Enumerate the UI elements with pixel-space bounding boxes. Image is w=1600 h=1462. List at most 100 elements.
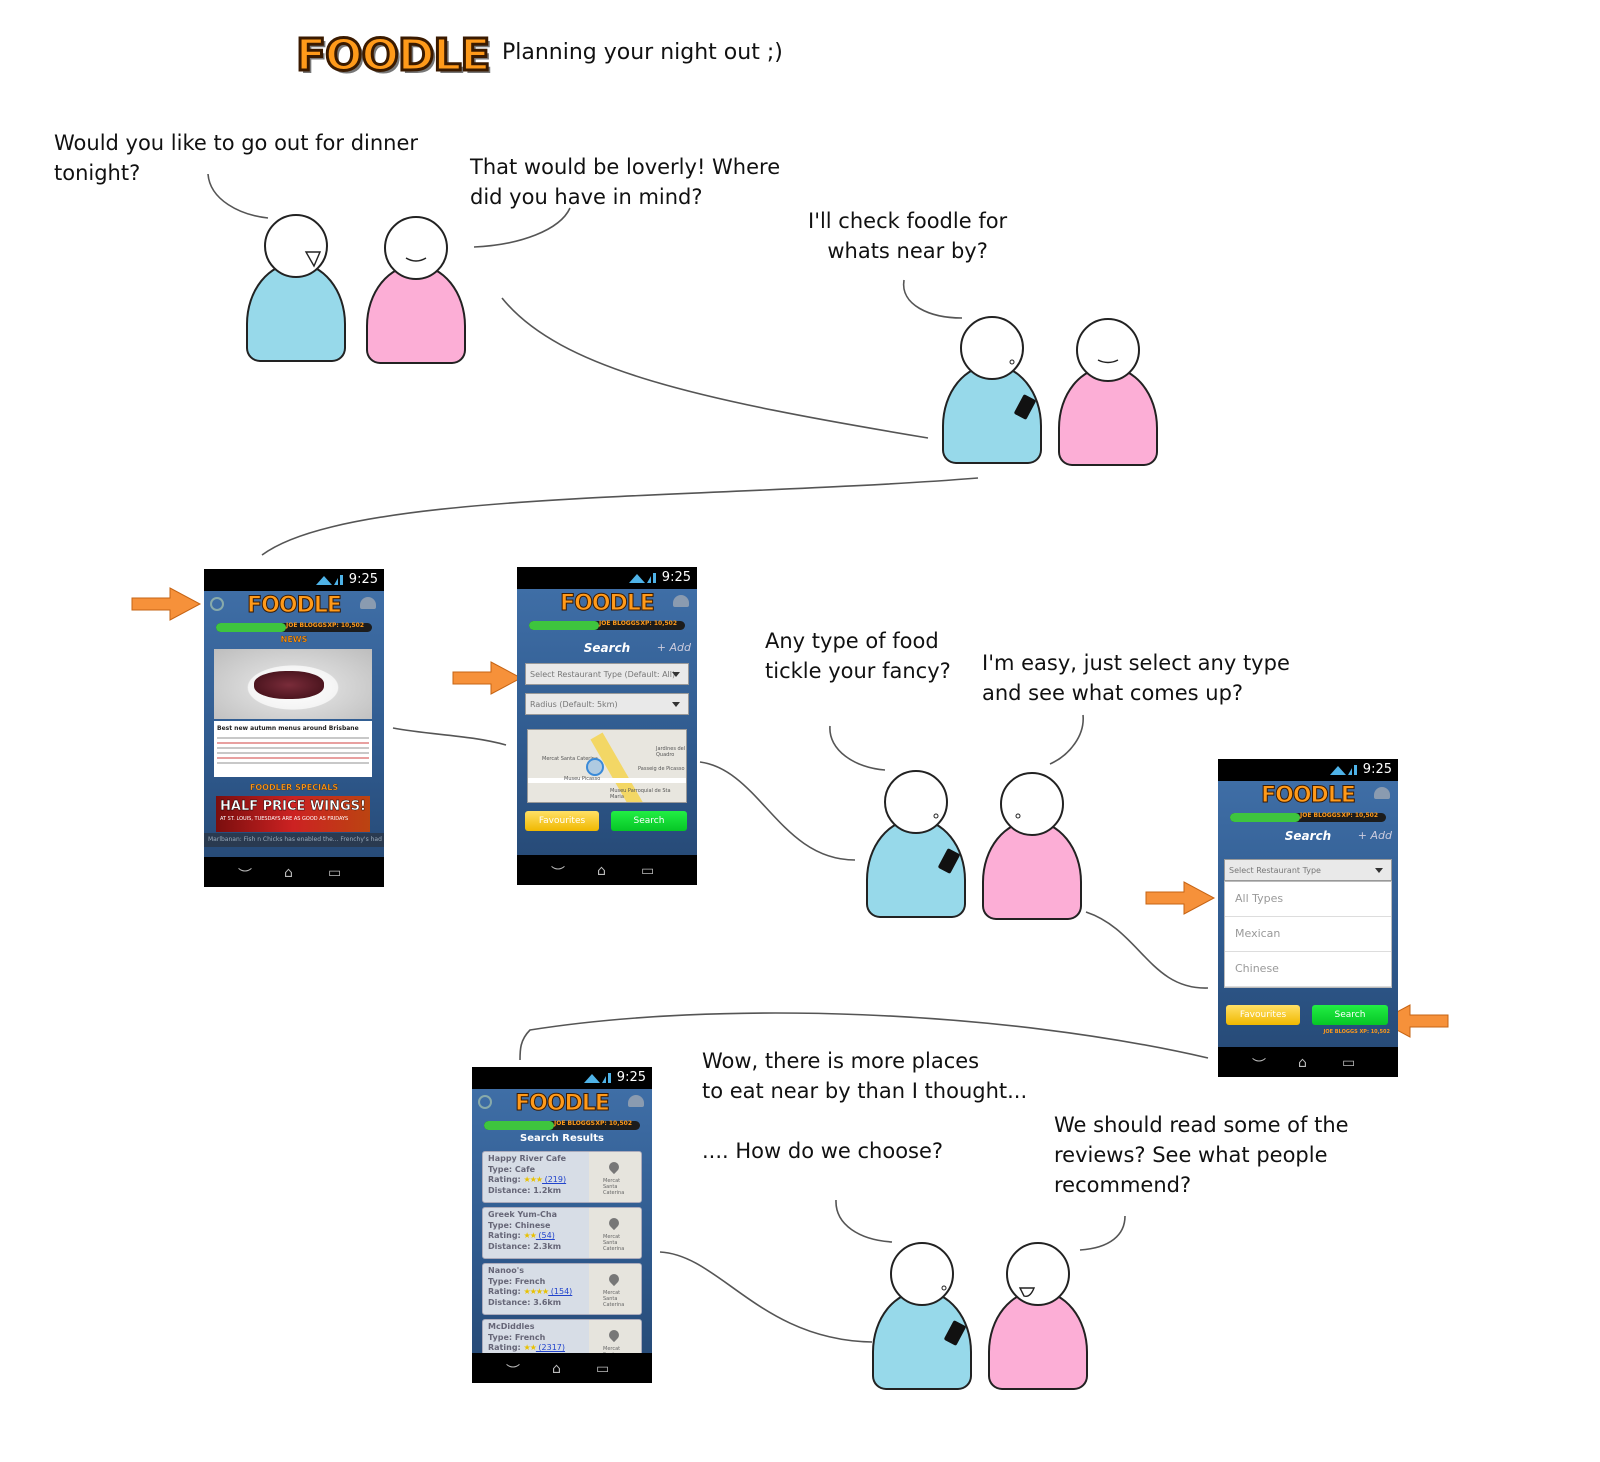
signal-icon <box>584 1073 611 1083</box>
review-count-link[interactable]: (154) <box>548 1287 573 1296</box>
recent-apps-icon[interactable]: ▭ <box>328 865 342 881</box>
xp-progress-bar: JOE BLOGGS XP: 10,502 <box>484 1120 640 1130</box>
tail-2 <box>473 207 571 248</box>
radius-select[interactable]: Radius (Default: 5km) <box>525 693 689 715</box>
recent-apps-icon[interactable]: ▭ <box>641 863 655 879</box>
body <box>246 262 346 362</box>
user-name: JOE BLOGGS <box>599 620 640 627</box>
map-label: Mercat Santa Caterina <box>603 1234 625 1252</box>
map-pin-icon <box>606 1215 622 1231</box>
screen: FOODLE JOE BLOGGS XP: 10,502 NEWS Best n… <box>204 591 384 857</box>
person-pink-3 <box>982 772 1086 924</box>
map-label: Mercat Santa Caterina <box>603 1178 625 1196</box>
friends-icon[interactable] <box>673 595 689 607</box>
favourites-button[interactable]: Favourites <box>1226 1005 1300 1025</box>
result-mini-map[interactable]: Mercat Santa Caterina <box>589 1264 641 1314</box>
person-pink-1 <box>366 216 470 368</box>
home-icon[interactable]: ⌂ <box>597 863 606 879</box>
head <box>264 214 328 278</box>
phone-news-screen: 9:25 FOODLE JOE BLOGGS XP: 10,502 NEWS B… <box>204 569 384 887</box>
person-pink-2 <box>1058 318 1162 470</box>
special-subtitle: AT ST. LOUIS, TUESDAYS ARE AS GOOD AS FR… <box>220 816 349 822</box>
android-nav-bar: ︶ ⌂ ▭ <box>517 855 697 885</box>
result-mini-map[interactable]: Mercat Santa Caterina <box>589 1208 641 1258</box>
review-count-link[interactable]: (54) <box>535 1231 555 1240</box>
back-icon[interactable]: ︶ <box>506 1364 520 1380</box>
map-label: Mercat Santa Caterina <box>542 756 598 762</box>
option-mexican[interactable]: Mexican <box>1225 917 1391 952</box>
user-name: JOE BLOGGS <box>286 622 327 629</box>
friends-icon[interactable] <box>360 597 376 609</box>
restaurant-name: McDiddles <box>488 1322 535 1331</box>
connector-6 <box>519 1012 1209 1061</box>
restaurant-type-select[interactable]: Select Restaurant Type <box>1224 859 1392 881</box>
review-count-link[interactable]: (2317) <box>535 1343 566 1352</box>
status-bar: 9:25 <box>204 569 384 591</box>
back-icon[interactable]: ︶ <box>238 868 252 884</box>
add-button[interactable]: + Add <box>1357 829 1392 842</box>
back-icon[interactable]: ︶ <box>1252 1058 1266 1074</box>
connector-4 <box>699 761 856 861</box>
signal-icon <box>629 573 656 583</box>
recent-apps-icon[interactable]: ▭ <box>596 1361 610 1377</box>
review-count-link[interactable]: (219) <box>542 1175 567 1184</box>
status-bar: 9:25 <box>472 1067 652 1089</box>
home-icon[interactable]: ⌂ <box>284 865 293 881</box>
connector-1 <box>501 297 929 439</box>
rating-label: Rating: <box>488 1231 524 1240</box>
user-name: JOE BLOGGS <box>554 1120 595 1127</box>
option-chinese[interactable]: Chinese <box>1225 952 1391 987</box>
news-image[interactable] <box>214 649 372 719</box>
app-logo: FOODLE <box>515 1091 611 1117</box>
friends-icon[interactable] <box>628 1095 644 1107</box>
head <box>1000 772 1064 836</box>
status-bar: 9:25 <box>517 567 697 589</box>
special-banner[interactable]: HALF PRICE WINGS! AT ST. LOUIS, TUESDAYS… <box>216 796 370 832</box>
xp-progress-bar: JOE BLOGGS XP: 10,502 <box>1230 812 1386 822</box>
rating-label: Rating: <box>488 1287 524 1296</box>
search-icon[interactable] <box>478 1095 492 1109</box>
xp-progress-fill <box>484 1121 555 1130</box>
search-button[interactable]: Search <box>611 811 687 831</box>
chevron-down-icon <box>1375 868 1383 873</box>
specials-heading: FOODLER SPECIALS <box>249 783 339 792</box>
add-button[interactable]: + Add <box>656 641 691 654</box>
article-headline: Best new autumn menus around Brisbane <box>217 725 359 732</box>
tail-1 <box>207 173 269 219</box>
xp-progress-bar: JOE BLOGGS XP: 10,502 <box>529 620 685 630</box>
search-icon[interactable] <box>210 597 224 611</box>
tail-3 <box>902 279 963 319</box>
phone-search-screen: 9:25 FOODLE JOE BLOGGS XP: 10,502 Search… <box>517 567 697 885</box>
search-title: Search <box>1284 829 1332 843</box>
recent-apps-icon[interactable]: ▭ <box>1342 1055 1356 1071</box>
friends-icon[interactable] <box>1374 787 1390 799</box>
map-pin-icon <box>606 1271 622 1287</box>
person-blue-1 <box>246 214 350 366</box>
activity-ticker: Marlbanan: Fish n Chicks has enabled the… <box>204 833 384 847</box>
news-article[interactable]: Best new autumn menus around Brisbane <box>214 721 372 777</box>
map-label: Passeig de Picasso <box>638 766 685 772</box>
restaurant-type: Type: French <box>488 1332 546 1342</box>
restaurant-type-select[interactable]: Select Restaurant Type (Default: All) <box>525 663 689 685</box>
restaurant-type: Type: Chinese <box>488 1220 551 1230</box>
result-mini-map[interactable]: Mercat Santa Caterina <box>589 1152 641 1202</box>
head <box>884 770 948 834</box>
result-mini-map[interactable]: Mercat Santa Caterina <box>589 1320 641 1353</box>
xp-progress-fill <box>216 623 287 632</box>
search-button[interactable]: Search <box>1312 1005 1388 1025</box>
home-icon[interactable]: ⌂ <box>552 1361 561 1377</box>
connector-5 <box>1085 911 1209 989</box>
location-map[interactable]: Mercat Santa Caterina Museu Picasso Muse… <box>527 729 687 803</box>
back-icon[interactable]: ︶ <box>551 866 565 882</box>
option-all-types[interactable]: All Types <box>1225 882 1391 917</box>
home-icon[interactable]: ⌂ <box>1298 1055 1307 1071</box>
head <box>960 316 1024 380</box>
map-label: Museu Picasso <box>564 776 601 782</box>
favourites-button[interactable]: Favourites <box>525 811 599 831</box>
